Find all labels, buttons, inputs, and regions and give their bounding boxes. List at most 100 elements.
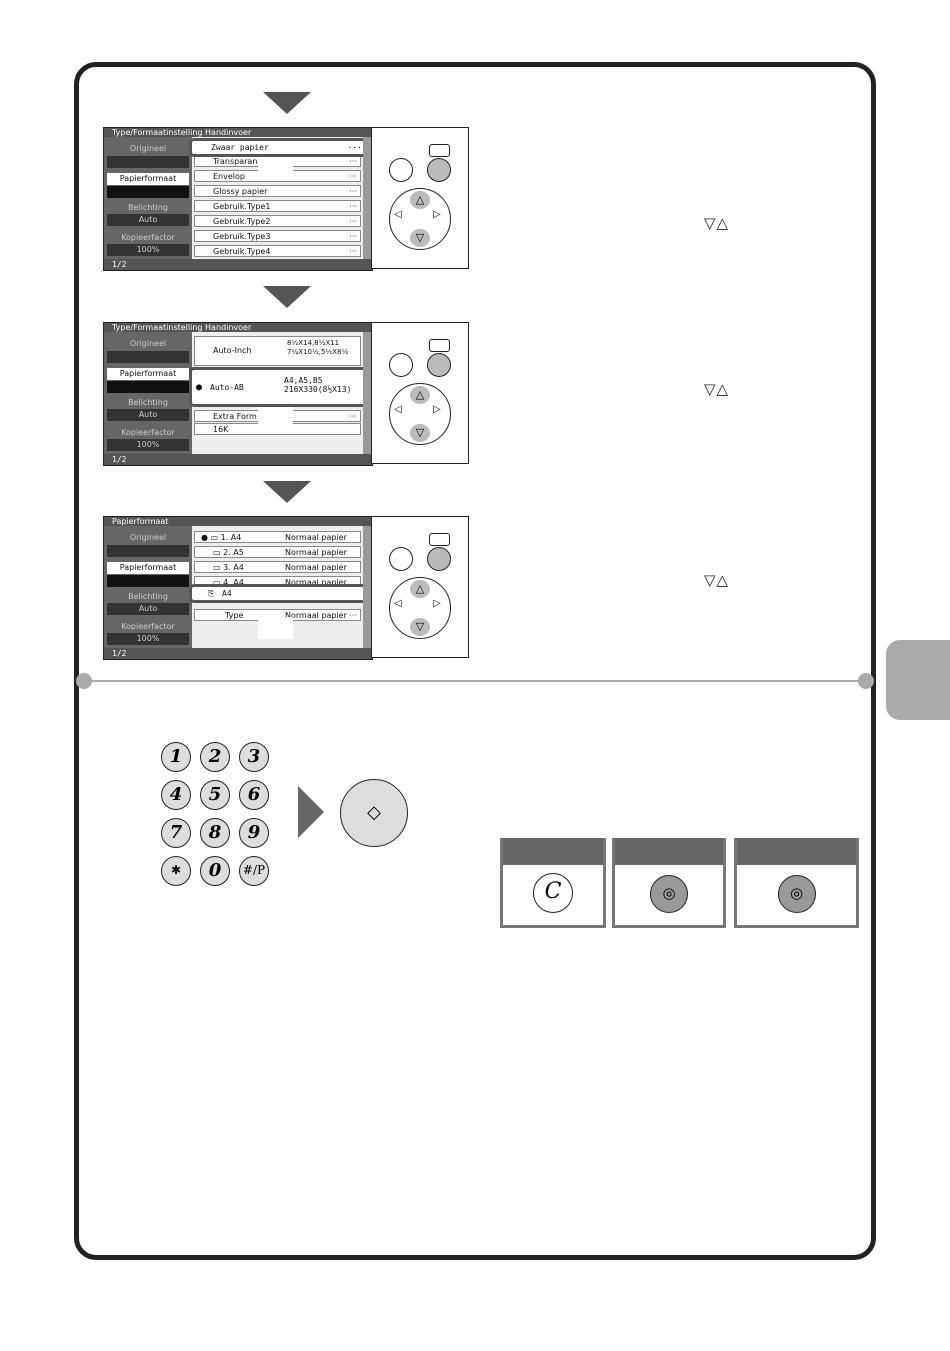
list-item-gebruik-type2[interactable]: Gebruik.Type2··· — [194, 215, 361, 227]
sidebar-kopieerfactor[interactable]: Kopieerfactor — [121, 428, 175, 437]
callout-blank — [258, 157, 293, 179]
start-button[interactable]: ◇ — [340, 779, 408, 847]
down-arrow-key[interactable]: ▽ — [410, 229, 430, 247]
page-frame — [74, 62, 876, 1260]
key-1[interactable]: 1 — [161, 742, 191, 772]
highlight-zwaar-papier[interactable]: Zwaar papier ··· — [189, 138, 369, 157]
right-arrow-key[interactable]: ▷ — [433, 404, 441, 415]
circle-key-left[interactable] — [389, 158, 413, 182]
key-4[interactable]: 4 — [161, 780, 191, 810]
panel-header — [615, 838, 723, 865]
lcd-screen-size-select: Type/Formaatinstelling Handinvoer Origin… — [103, 322, 373, 466]
sidebar-kopieerfactor-value: 100% — [107, 633, 189, 645]
screen-title: Type/Formaatinstelling Handinvoer — [104, 128, 372, 137]
sidebar-papierformaat[interactable]: Papierformaat — [107, 173, 189, 185]
sidebar-kopieerfactor-value: 100% — [107, 439, 189, 451]
key-9[interactable]: 9 — [239, 818, 269, 848]
key-asterisk[interactable]: ✱ — [161, 856, 191, 886]
start-icon: ◇ — [367, 802, 381, 823]
key-6[interactable]: 6 — [239, 780, 269, 810]
sidebar-origineel[interactable]: Origineel — [129, 533, 167, 542]
down-arrow-key[interactable]: ▽ — [410, 618, 430, 636]
stop-key-panel-2: ◎ — [734, 838, 859, 928]
key-7[interactable]: 7 — [161, 818, 191, 848]
scrollbar[interactable] — [363, 526, 372, 648]
back-key[interactable] — [429, 533, 450, 546]
selected-dot: ● — [196, 382, 203, 393]
key-8[interactable]: 8 — [200, 818, 230, 848]
circle-key-left[interactable] — [389, 547, 413, 571]
sidebar-kopieerfactor[interactable]: Kopieerfactor — [121, 622, 175, 631]
sidebar-papierformaat[interactable]: Papierformaat — [107, 562, 189, 574]
back-key[interactable] — [429, 339, 450, 352]
sidebar-belichting[interactable]: Belichting — [128, 592, 168, 601]
screen-sidebar: Origineel Papierformaat Belichting Auto … — [104, 332, 192, 454]
lcd-screen-type-select: Type/Formaatinstelling Handinvoer Origin… — [103, 127, 373, 271]
list-item-glossy-papier[interactable]: Glossy papier··· — [194, 185, 361, 197]
sidebar-belichting-value: Auto — [107, 409, 189, 421]
up-arrow-key[interactable]: △ — [410, 386, 430, 404]
sidebar-papierformaat-value — [107, 381, 189, 393]
up-arrow-key[interactable]: △ — [410, 580, 430, 598]
left-arrow-key[interactable]: ◁ — [394, 209, 402, 220]
stop-key[interactable]: ◎ — [650, 875, 688, 913]
scrollbar[interactable] — [363, 332, 372, 454]
sidebar-belichting-value: Auto — [107, 214, 189, 226]
scrollbar[interactable] — [363, 137, 372, 259]
page-indicator: 1/2 — [104, 454, 372, 465]
key-2[interactable]: 2 — [200, 742, 230, 772]
sidebar-kopieerfactor-value: 100% — [107, 244, 189, 256]
step-arrow-3 — [263, 481, 311, 503]
arrow-keys-icon: ▽△ — [704, 571, 730, 589]
right-arrow-key[interactable]: ▷ — [433, 598, 441, 609]
screen-sidebar: Origineel Papierformaat Belichting Auto … — [104, 526, 192, 648]
key-5[interactable]: 5 — [200, 780, 230, 810]
sidebar-origineel[interactable]: Origineel — [129, 144, 167, 153]
ok-key[interactable] — [427, 353, 451, 377]
type-list: Transparant··· Envelop··· Glossy papier·… — [189, 137, 369, 259]
step-arrow-1 — [263, 92, 311, 114]
key-0[interactable]: 0 — [200, 856, 230, 886]
sidebar-papierformaat[interactable]: Papierformaat — [107, 368, 189, 380]
list-item-gebruik-type3[interactable]: Gebruik.Type3··· — [194, 230, 361, 242]
ok-key[interactable] — [427, 158, 451, 182]
list-item-gebruik-type4[interactable]: Gebruik.Type4··· — [194, 245, 361, 257]
section-divider — [84, 680, 866, 682]
page-indicator: 1/2 — [104, 648, 372, 659]
down-arrow-key[interactable]: ▽ — [410, 424, 430, 442]
bypass-tray-icon: ⎘ — [208, 589, 215, 598]
highlight-bypass-a4[interactable]: ⎘ A4 — [189, 584, 369, 603]
arrow-keys-icon: ▽△ — [704, 380, 730, 398]
divider-dot-right — [858, 673, 874, 689]
key-hash-p[interactable]: #/P — [239, 856, 269, 886]
step-arrow-2 — [263, 286, 311, 308]
right-arrow-key[interactable]: ▷ — [433, 209, 441, 220]
clear-key-panel: C — [500, 838, 606, 928]
ok-key[interactable] — [427, 547, 451, 571]
sidebar-origineel[interactable]: Origineel — [129, 339, 167, 348]
stop-key[interactable]: ◎ — [777, 875, 816, 913]
left-arrow-key[interactable]: ◁ — [394, 404, 402, 415]
key-3[interactable]: 3 — [239, 742, 269, 772]
stop-key-panel-1: ◎ — [612, 838, 726, 928]
sidebar-belichting[interactable]: Belichting — [128, 203, 168, 212]
back-key[interactable] — [429, 144, 450, 157]
sidebar-papierformaat-value — [107, 575, 189, 587]
divider-dot-left — [76, 673, 92, 689]
sidebar-belichting[interactable]: Belichting — [128, 398, 168, 407]
list-item-gebruik-type1[interactable]: Gebruik.Type1··· — [194, 200, 361, 212]
left-arrow-key[interactable]: ◁ — [394, 598, 402, 609]
sidebar-papierformaat-value — [107, 186, 189, 198]
panel-header — [503, 838, 603, 865]
sidebar-kopieerfactor[interactable]: Kopieerfactor — [121, 233, 175, 242]
clear-key[interactable]: C — [533, 873, 573, 913]
circle-key-left[interactable] — [389, 353, 413, 377]
up-arrow-key[interactable]: △ — [410, 191, 430, 209]
